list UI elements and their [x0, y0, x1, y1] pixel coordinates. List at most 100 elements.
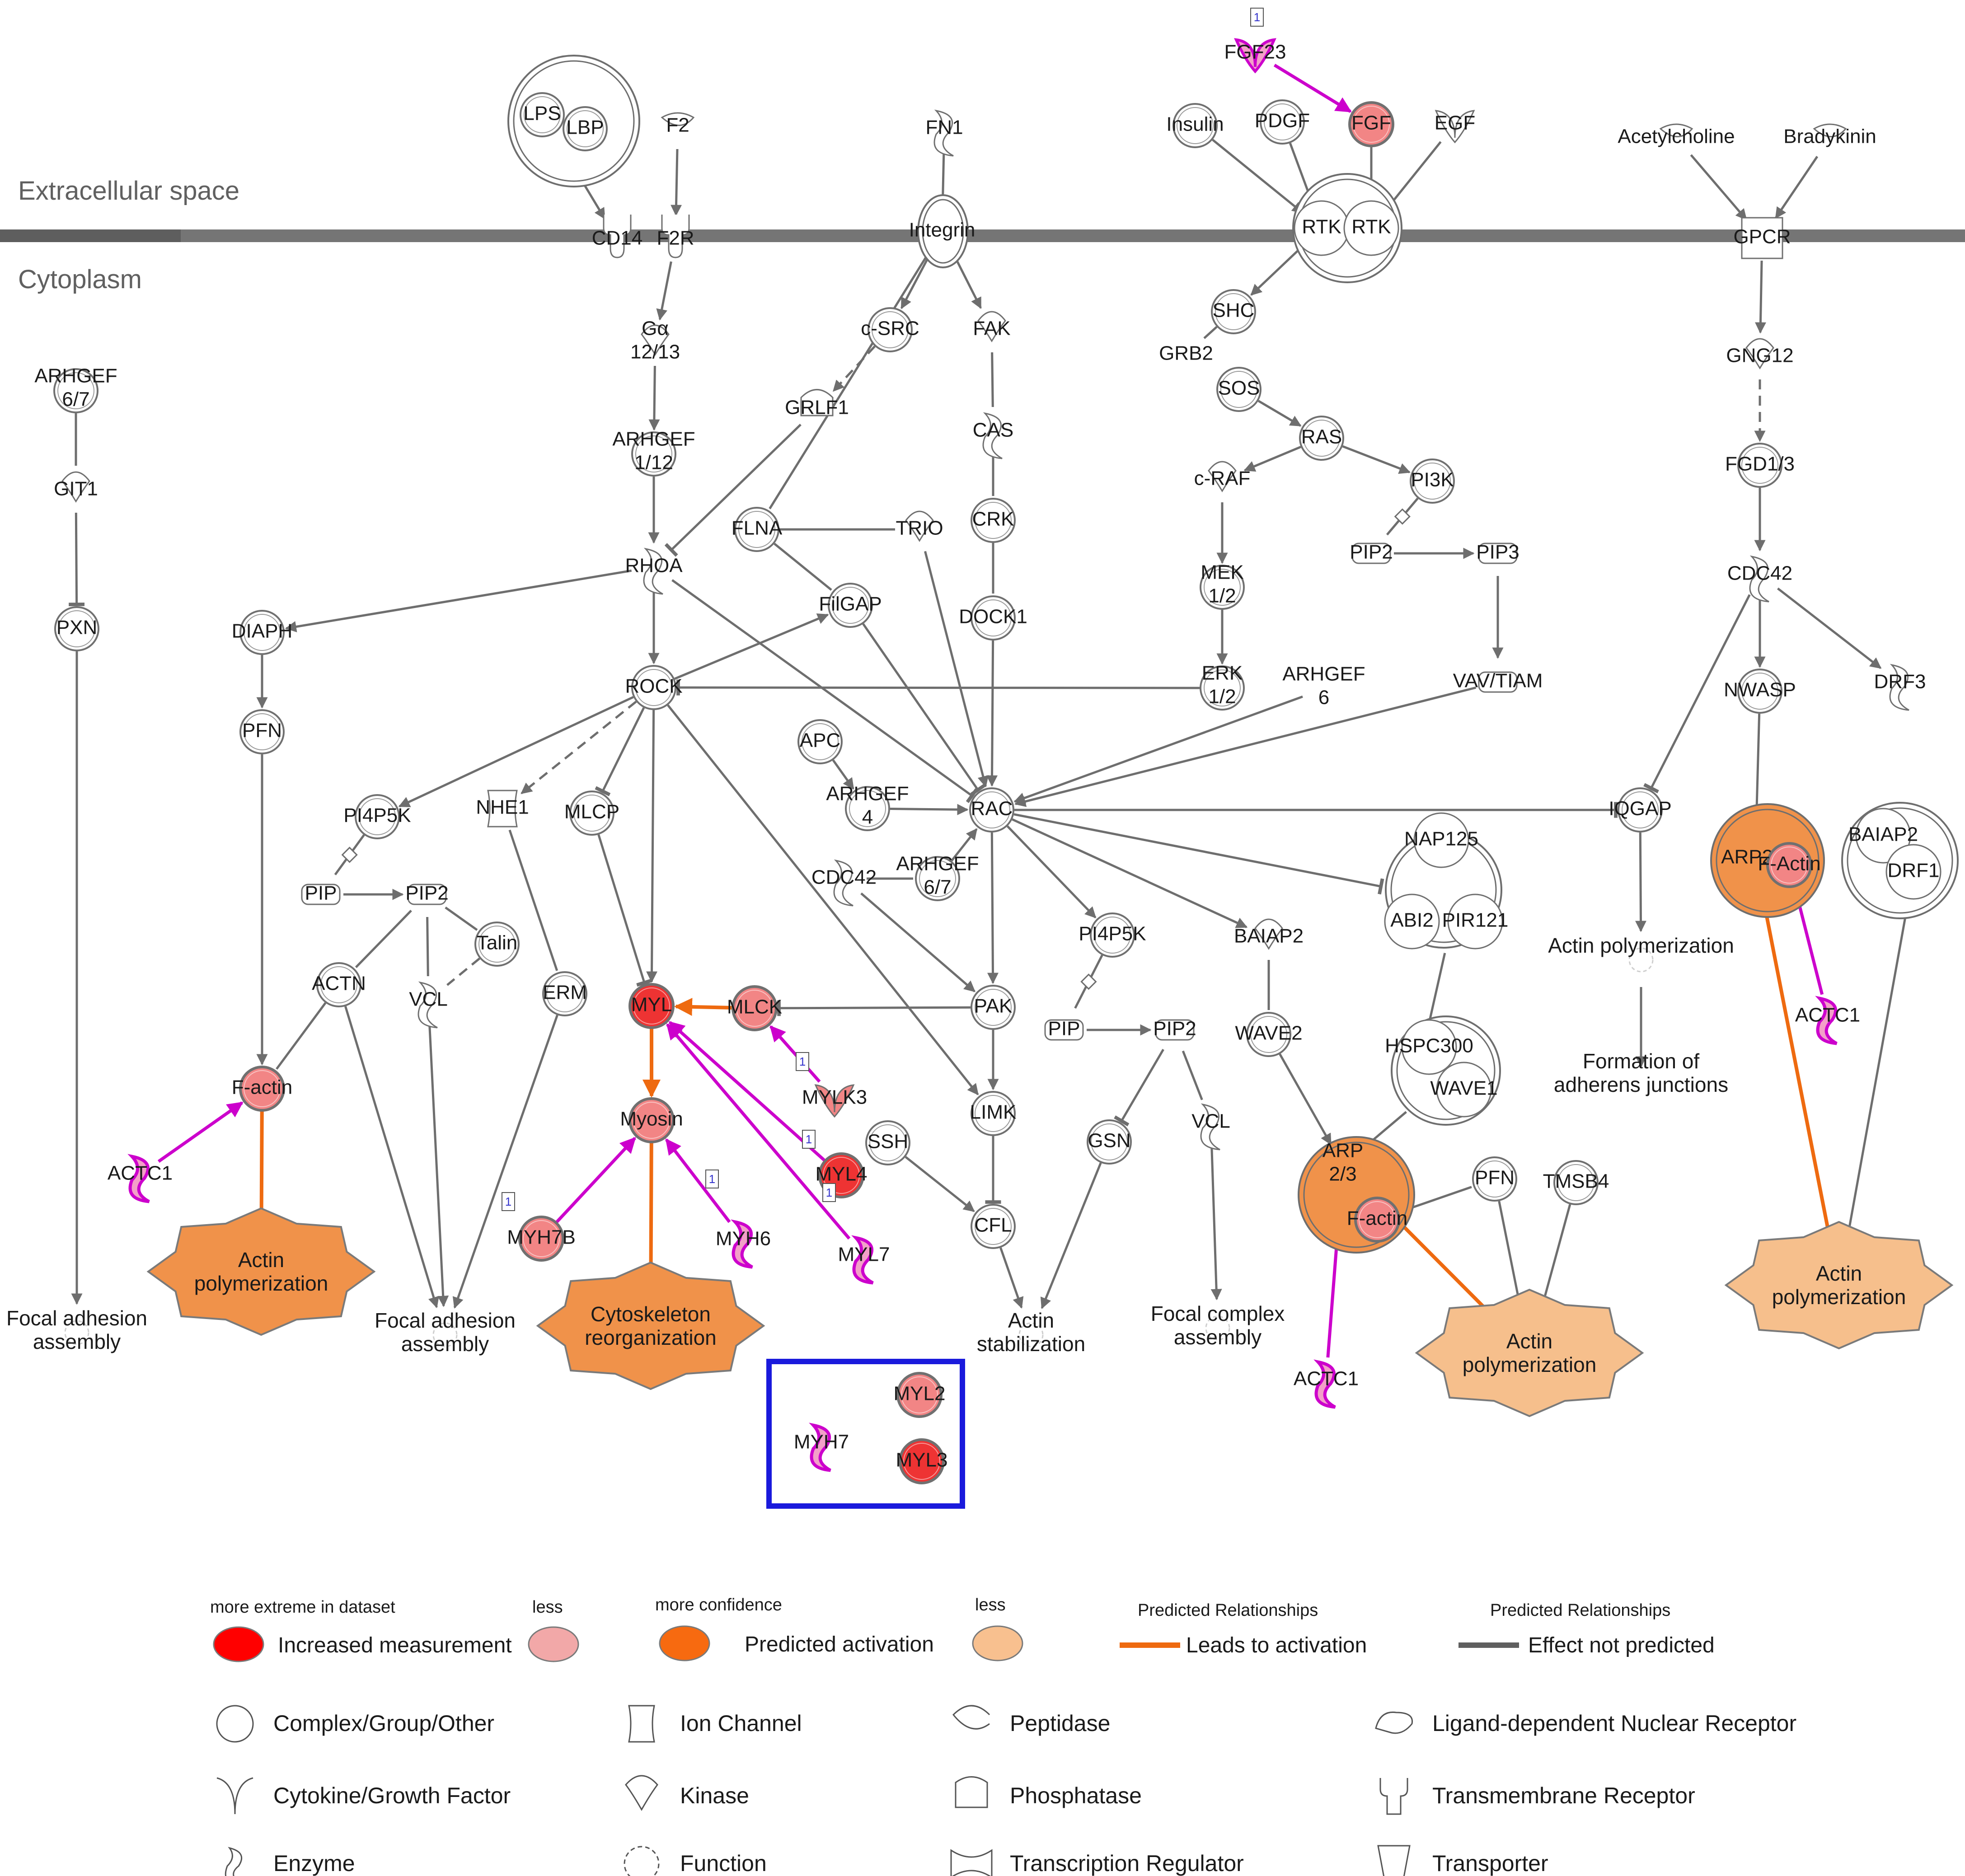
node-actc1b[interactable]: ACTC1	[1795, 996, 1860, 1045]
node-pip2c[interactable]: PIP2	[1153, 1018, 1196, 1041]
node-fgd13[interactable]: FGD1/3	[1725, 443, 1795, 488]
node-sos[interactable]: SOS	[1216, 367, 1262, 412]
node-wave2[interactable]: WAVE2	[1235, 1012, 1303, 1057]
node-fn1[interactable]: FN1	[925, 109, 963, 157]
node-gpcr[interactable]: GPCR	[1733, 217, 1791, 259]
node-egf[interactable]: EGF	[1435, 110, 1475, 144]
node-filgap[interactable]: FilGAP	[819, 583, 882, 628]
node-pip3[interactable]: PIP3	[1476, 541, 1519, 564]
node-erm[interactable]: ERM	[542, 971, 587, 1016]
node-diaph[interactable]: DIAPH	[232, 610, 292, 655]
node-cas[interactable]: CAS	[973, 412, 1013, 459]
node-pak[interactable]: PAK	[971, 985, 1016, 1030]
node-mlck[interactable]: MLCK	[727, 985, 782, 1031]
node-rac[interactable]: RAC	[969, 787, 1014, 833]
node-rock[interactable]: ROCK	[625, 665, 683, 710]
node-ras[interactable]: RAS	[1299, 416, 1344, 461]
node-factin2[interactable]: F-actin	[232, 1066, 292, 1112]
node-gng12[interactable]: GNG12	[1726, 338, 1794, 370]
node-crk[interactable]: CRK	[971, 498, 1016, 543]
node-fak[interactable]: FAK	[973, 311, 1011, 342]
node-factin1[interactable]: F-Actin	[1758, 842, 1821, 888]
node-drf3[interactable]: DRF3	[1874, 664, 1926, 711]
node-pi4p5ka[interactable]: PI4P5K	[343, 794, 411, 839]
node-gsn[interactable]: GSN	[1087, 1119, 1132, 1165]
process-actpolyiq[interactable]: Actin polymerization	[1548, 934, 1734, 973]
node-cdc42a[interactable]: CDC42	[1727, 555, 1792, 603]
integrin-node[interactable]	[917, 194, 969, 268]
node-cfl[interactable]: CFL	[971, 1204, 1016, 1249]
node-git1[interactable]: GIT1	[54, 471, 98, 503]
node-drf1[interactable]: DRF1	[1885, 844, 1942, 900]
node-actc1a[interactable]: ACTC1	[108, 1154, 173, 1203]
node-rtk2[interactable]: RTK	[1343, 200, 1399, 256]
node-actn[interactable]: ACTN	[312, 962, 366, 1007]
node-myl3[interactable]: MYL3	[896, 1438, 948, 1484]
node-myosin[interactable]: Myosin	[620, 1097, 683, 1143]
node-myh7b[interactable]: MYH7B	[507, 1216, 576, 1262]
node-actc1c[interactable]: ACTC1	[1294, 1359, 1359, 1409]
node-iqgap[interactable]: IQGAP	[1609, 787, 1672, 833]
node-flna[interactable]: FLNA	[732, 507, 783, 552]
node-dock1[interactable]: DOCK1	[959, 595, 1027, 641]
node-arp23b[interactable]: ARP2/3	[1323, 1140, 1363, 1185]
node-acetylcholine[interactable]: Acetylcholine	[1618, 123, 1735, 148]
node-myl7[interactable]: MYL7	[838, 1235, 890, 1285]
node-wave1[interactable]: WAVE1	[1430, 1062, 1498, 1118]
node-abi2[interactable]: ABI2	[1384, 894, 1440, 950]
node-vclb[interactable]: VCL	[1191, 1103, 1230, 1151]
node-csrc[interactable]: c-SRC	[861, 307, 919, 352]
node-pi3k[interactable]: PI3K	[1410, 458, 1455, 504]
node-ssh[interactable]: SSH	[865, 1120, 910, 1165]
node-vavtiam[interactable]: VAV/TIAM	[1453, 670, 1543, 693]
node-f2r[interactable]: F2R	[657, 215, 694, 258]
node-nwasp[interactable]: NWASP	[1724, 669, 1796, 714]
node-lps[interactable]: LPS	[520, 92, 565, 137]
node-myl[interactable]: MYL	[628, 983, 675, 1029]
node-cd14[interactable]: CD14	[592, 215, 643, 258]
node-baiap2a[interactable]: BAIAP2	[1848, 808, 1918, 864]
node-grlf1[interactable]: GRLF1	[785, 389, 849, 419]
node-trio[interactable]: TRIO	[896, 510, 943, 542]
node-bradykinin[interactable]: Bradykinin	[1783, 123, 1876, 148]
node-pi4p5kb[interactable]: PI4P5K	[1079, 912, 1146, 958]
node-limk[interactable]: LIMK	[970, 1091, 1017, 1136]
node-pdgf[interactable]: PDGF	[1255, 99, 1310, 145]
node-f2[interactable]: F2	[661, 112, 695, 136]
node-pxn[interactable]: PXN	[54, 606, 99, 651]
node-tmsb4[interactable]: TMSB4	[1543, 1160, 1609, 1205]
node-craf[interactable]: c-RAF	[1194, 461, 1251, 492]
node-mylk3[interactable]: MYLK3	[802, 1084, 867, 1118]
node-myh7[interactable]: MYH7	[794, 1422, 849, 1472]
node-integrin[interactable]: Integrin	[909, 219, 975, 241]
node-lbp[interactable]: LBP	[563, 106, 608, 151]
node-grb2[interactable]: GRB2	[1159, 342, 1213, 365]
node-rtk1[interactable]: RTK	[1294, 200, 1350, 256]
node-factin3[interactable]: F-actin	[1347, 1197, 1407, 1243]
node-cdc42b[interactable]: CDC42	[811, 859, 877, 907]
node-fgf23[interactable]: FGF23	[1224, 38, 1286, 74]
node-pipa[interactable]: PIP	[301, 882, 341, 905]
node-pfn1[interactable]: PFN	[239, 709, 285, 754]
node-rhoa[interactable]: RHOA	[625, 547, 683, 595]
node-baiap2b[interactable]: BAIAP2	[1234, 918, 1304, 950]
node-fgf[interactable]: FGF	[1348, 101, 1394, 147]
node-mlcp[interactable]: MLCP	[564, 791, 619, 836]
node-pipb[interactable]: PIP	[1044, 1018, 1084, 1041]
node-pip2a[interactable]: PIP2	[1350, 541, 1393, 564]
node-pfn2[interactable]: PFN	[1472, 1156, 1517, 1202]
node-shc[interactable]: SHC	[1211, 289, 1256, 334]
